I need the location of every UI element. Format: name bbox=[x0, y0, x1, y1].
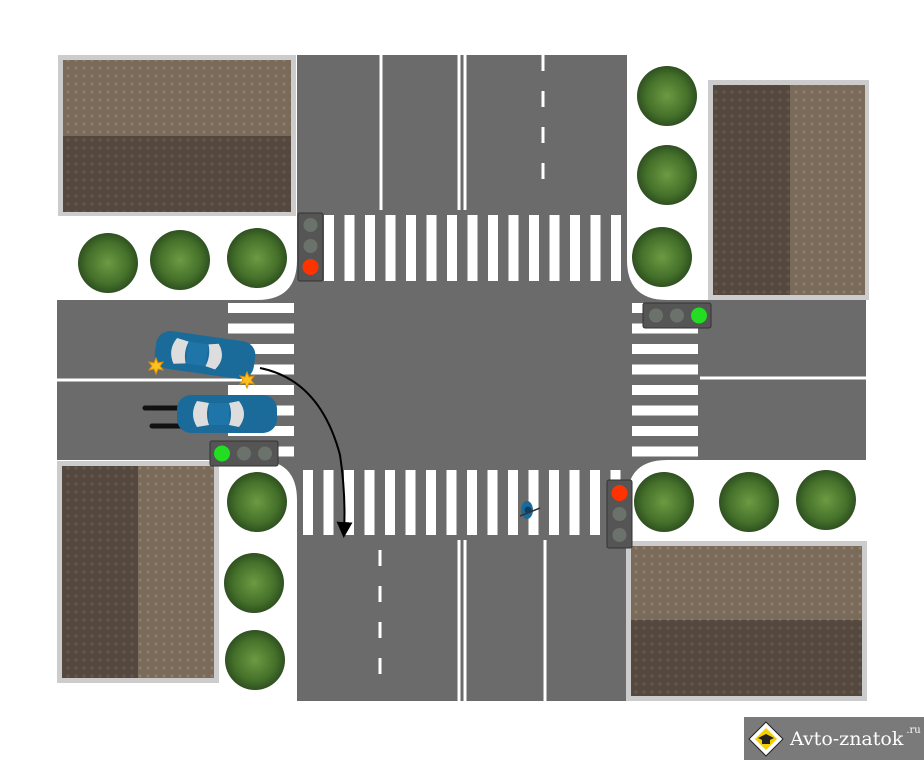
crosswalk-stripe bbox=[344, 470, 354, 535]
crosswalk-stripe bbox=[632, 426, 698, 436]
crosswalk-stripe bbox=[611, 215, 621, 281]
tree-icon bbox=[78, 233, 138, 293]
crosswalk-stripe bbox=[508, 215, 519, 281]
crosswalk-stripe bbox=[632, 405, 698, 416]
crosswalk-stripe bbox=[385, 215, 396, 281]
tree-icon bbox=[227, 228, 287, 288]
crosswalk-stripe bbox=[324, 215, 334, 281]
crosswalk-stripe bbox=[365, 215, 375, 281]
crosswalk-stripe bbox=[228, 344, 294, 354]
lane-markings bbox=[57, 55, 866, 701]
crosswalk-stripe bbox=[228, 323, 294, 334]
road-sign-logo-icon bbox=[748, 720, 784, 757]
crosswalk-stripe bbox=[632, 344, 698, 354]
building-top-right bbox=[708, 80, 869, 300]
crosswalk-stripe bbox=[590, 470, 600, 535]
traffic-light-south bbox=[606, 479, 633, 549]
collision-star-icon bbox=[147, 356, 256, 390]
crosswalk-stripe bbox=[228, 364, 294, 375]
avto-znatok-logo[interactable]: Avto-znatok .ru bbox=[744, 717, 924, 760]
building-bottom-left bbox=[57, 461, 219, 683]
crosswalk-stripe bbox=[508, 470, 518, 535]
crosswalk-stripe bbox=[529, 215, 539, 281]
tree-icon bbox=[634, 472, 694, 532]
logo-domain-suffix: .ru bbox=[906, 725, 921, 736]
building-bottom-right bbox=[626, 541, 867, 701]
tree-icon bbox=[632, 227, 692, 287]
crosswalk-stripe bbox=[406, 215, 416, 281]
crosswalk-stripe bbox=[528, 470, 539, 535]
crosswalk-stripe bbox=[405, 470, 416, 535]
traffic-light-east bbox=[642, 302, 712, 329]
pedestrian-icon bbox=[519, 501, 541, 519]
crosswalk-stripe bbox=[549, 215, 560, 281]
crosswalk-stripe bbox=[632, 385, 698, 395]
traffic-light-north bbox=[297, 212, 324, 282]
tree-icon bbox=[225, 630, 285, 690]
crosswalk-north bbox=[324, 215, 621, 281]
car-turning bbox=[154, 331, 256, 379]
crosswalk-stripe bbox=[303, 470, 313, 535]
crosswalk-stripe bbox=[487, 470, 498, 535]
crosswalk-stripe bbox=[632, 446, 698, 457]
crosswalk-stripe bbox=[344, 215, 355, 281]
green-signal-icon bbox=[214, 445, 230, 462]
crosswalk-stripe bbox=[632, 364, 698, 375]
crosswalk-stripe bbox=[590, 215, 601, 281]
crosswalk-stripe bbox=[364, 470, 375, 535]
crosswalk-stripe bbox=[549, 470, 559, 535]
crosswalk-stripe bbox=[426, 470, 436, 535]
tree-icon bbox=[637, 66, 697, 126]
road-surface bbox=[57, 55, 866, 701]
tree-icon bbox=[150, 230, 210, 290]
green-signal-icon bbox=[691, 307, 707, 324]
skid-marks bbox=[142, 405, 183, 429]
red-signal-icon bbox=[611, 485, 628, 501]
crosswalk-stripe bbox=[426, 215, 437, 281]
building-top-left bbox=[58, 55, 296, 216]
crosswalk-stripe bbox=[446, 470, 457, 535]
trees bbox=[78, 66, 856, 690]
crosswalk-stripe bbox=[228, 303, 294, 313]
tree-icon bbox=[227, 472, 287, 532]
crosswalk-stripe bbox=[385, 470, 395, 535]
crosswalk-stripe bbox=[467, 470, 477, 535]
tree-icon bbox=[719, 472, 779, 532]
tree-icon bbox=[224, 553, 284, 613]
crosswalk-stripe bbox=[447, 215, 457, 281]
logo-text: Avto-znatok bbox=[790, 727, 904, 750]
crosswalk-stripe bbox=[488, 215, 498, 281]
red-signal-icon bbox=[302, 259, 319, 275]
tree-icon bbox=[637, 145, 697, 205]
trajectory-arrow bbox=[259, 367, 353, 538]
crosswalk-stripe bbox=[570, 215, 580, 281]
crosswalk-stripe bbox=[467, 215, 478, 281]
crosswalk-stripe bbox=[228, 385, 294, 395]
crosswalk-stripe bbox=[569, 470, 580, 535]
car-straight bbox=[177, 395, 277, 433]
tree-icon bbox=[796, 470, 856, 530]
crosswalk-stripe bbox=[323, 470, 334, 535]
traffic-light-west bbox=[209, 440, 279, 467]
